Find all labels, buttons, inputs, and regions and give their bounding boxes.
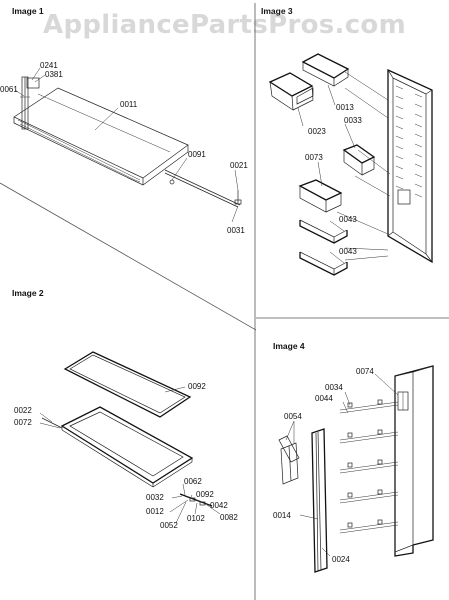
image4-panel: Image 4 bbox=[273, 341, 434, 573]
label-0023: 0023 bbox=[308, 127, 326, 136]
label-0022: 0022 bbox=[14, 406, 32, 415]
bin-0033 bbox=[342, 144, 376, 176]
door-bins bbox=[268, 53, 376, 276]
label-0043-lower: 0043 bbox=[339, 247, 357, 256]
label-0092: 0092 bbox=[188, 382, 206, 391]
label-0082: 0082 bbox=[220, 513, 238, 522]
image2-leaders bbox=[39, 386, 221, 524]
glass-shelf-drawing bbox=[41, 351, 213, 507]
label-0381: 0381 bbox=[45, 70, 63, 79]
label-0052: 0052 bbox=[160, 521, 178, 530]
label-0062: 0062 bbox=[184, 477, 202, 486]
image1-title: Image 1 bbox=[12, 6, 44, 16]
image3-title: Image 3 bbox=[261, 6, 293, 16]
shelf-drawing bbox=[13, 76, 242, 208]
label-0032: 0032 bbox=[146, 493, 164, 502]
image4-leaders bbox=[285, 373, 399, 557]
label-0054: 0054 bbox=[284, 412, 302, 421]
shelf-0043-lower bbox=[299, 251, 348, 276]
label-0042: 0042 bbox=[210, 501, 228, 510]
label-0072: 0072 bbox=[14, 418, 32, 427]
label-0044: 0044 bbox=[315, 394, 333, 403]
image3-leaders bbox=[297, 84, 356, 264]
label-0024: 0024 bbox=[332, 555, 350, 564]
image3-panel: Image 3 bbox=[261, 6, 433, 276]
label-0033: 0033 bbox=[344, 116, 362, 125]
label-0092-small: 0092 bbox=[196, 490, 214, 499]
image1-panel: Image 1 bbox=[0, 6, 248, 235]
label-0043-upper: 0043 bbox=[339, 215, 357, 224]
bin-0073 bbox=[298, 179, 343, 213]
label-0011: 0011 bbox=[120, 100, 138, 109]
image2-panel: Image 2 bbox=[12, 288, 238, 530]
label-0102: 0102 bbox=[187, 514, 205, 523]
divider-image1-image2 bbox=[0, 182, 257, 331]
freezer-door-drawing bbox=[278, 365, 434, 573]
label-0031: 0031 bbox=[227, 226, 245, 235]
shelf-0043-upper bbox=[299, 219, 348, 244]
label-0241: 0241 bbox=[40, 61, 58, 70]
label-0091: 0091 bbox=[188, 150, 206, 159]
label-0061: 0061 bbox=[0, 85, 18, 94]
watermark-text: AppliancePartsPros.com bbox=[43, 10, 406, 40]
image1-leaders bbox=[14, 67, 239, 223]
label-0034: 0034 bbox=[325, 383, 343, 392]
image2-title: Image 2 bbox=[12, 288, 44, 298]
door-drawing bbox=[336, 68, 433, 264]
label-0021: 0021 bbox=[230, 161, 248, 170]
label-0073: 0073 bbox=[305, 153, 323, 162]
cover-0023 bbox=[268, 72, 314, 111]
label-0012: 0012 bbox=[146, 507, 164, 516]
label-0074: 0074 bbox=[356, 367, 374, 376]
bin-0013 bbox=[301, 53, 350, 87]
image4-title: Image 4 bbox=[273, 341, 305, 351]
label-0014: 0014 bbox=[273, 511, 291, 520]
label-0013: 0013 bbox=[336, 103, 354, 112]
